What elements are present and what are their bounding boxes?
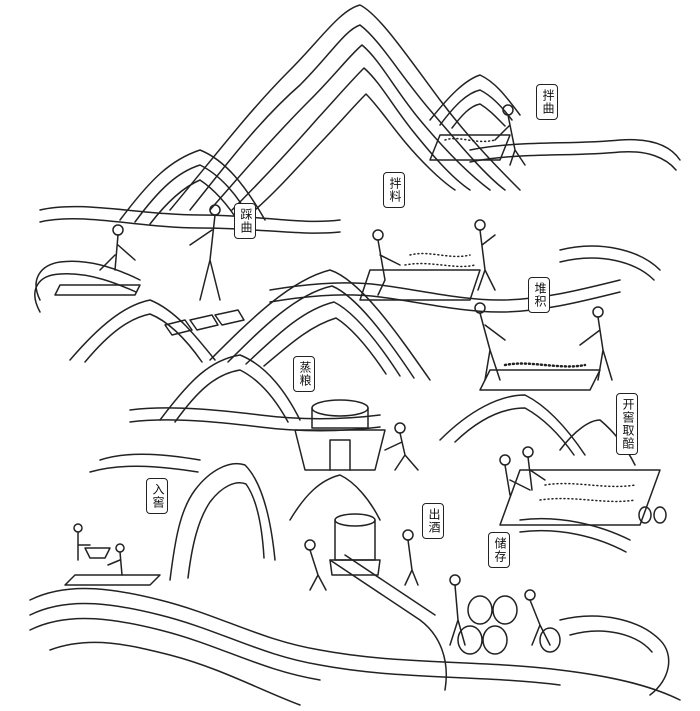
stage-label-chu-cun: 储存: [488, 532, 510, 568]
lower-center-rock: [169, 463, 381, 581]
upper-right-hill: [429, 74, 521, 129]
bottom-river: [29, 554, 681, 706]
left-lower-mountain: [69, 299, 301, 423]
right-middle-mountain: [439, 394, 636, 466]
central-mountain: [169, 4, 521, 211]
left-mountain: [119, 149, 266, 225]
stage-label-ru-jiao: 入窖: [146, 478, 168, 514]
river-bands: [34, 138, 681, 553]
storage-jars: [457, 506, 667, 655]
workers: [73, 104, 613, 646]
stage-label-cai-qu: 踩曲: [234, 203, 256, 239]
stage-label-ban-qu-top: 拌曲: [536, 84, 558, 120]
stage-label-dui-ji: 堆积: [528, 277, 550, 313]
middle-mountain: [209, 269, 431, 381]
stage-label-kai-jiao-qu-pei: 开窖取醅: [616, 393, 638, 455]
stage-label-zheng-liang: 蒸粮: [293, 356, 315, 392]
steamer: [294, 399, 386, 471]
stage-label-ban-liao: 拌料: [383, 172, 405, 208]
distillation-still: [329, 513, 381, 576]
grain-trays: [164, 137, 636, 503]
work-platforms: [54, 134, 661, 586]
stage-label-chu-jiu: 出酒: [422, 503, 444, 539]
